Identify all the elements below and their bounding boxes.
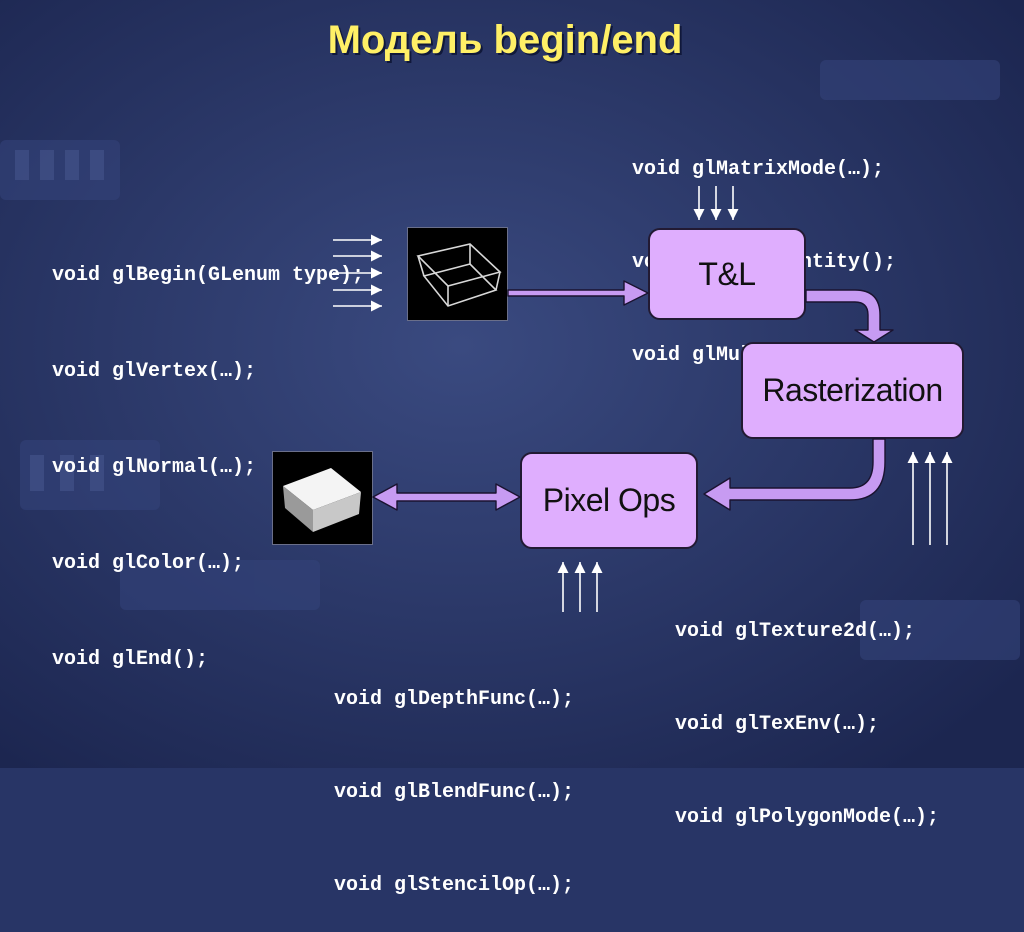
code-line: void glDepthFunc(…);: [334, 688, 575, 711]
code-line: void glEnd();: [52, 648, 209, 671]
code-line: void glTexEnv(…);: [675, 713, 880, 736]
slide-title: Модель begin/end: [327, 18, 683, 62]
code-group-begin: void glBegin(GLenum type); void glVertex…: [52, 196, 364, 708]
code-line: void glBegin(GLenum type);: [52, 264, 365, 287]
code-line: void glVertex(…);: [52, 360, 257, 383]
code-group-pixel: void glDepthFunc(…); void glBlendFunc(…)…: [334, 622, 574, 932]
code-line: void glStencilOp(…);: [334, 874, 575, 897]
code-line: void glMatrixMode(…);: [632, 158, 885, 181]
code-line: void glPolygonMode(…);: [675, 806, 940, 829]
solid-cube-icon: [272, 451, 373, 545]
code-line: void glNormal(…);: [52, 456, 257, 479]
code-line: void glColor(…);: [52, 552, 245, 575]
rasterization-box: Rasterization: [741, 342, 964, 439]
code-line: void glTexture2d(…);: [675, 620, 916, 643]
tl-box: T&L: [648, 228, 806, 320]
code-group-texture: void glTexture2d(…); void glTexEnv(…); v…: [675, 554, 939, 864]
code-line: void glBlendFunc(…);: [334, 781, 575, 804]
pixel-ops-box: Pixel Ops: [520, 452, 698, 549]
wireframe-cube-icon: [407, 227, 508, 321]
